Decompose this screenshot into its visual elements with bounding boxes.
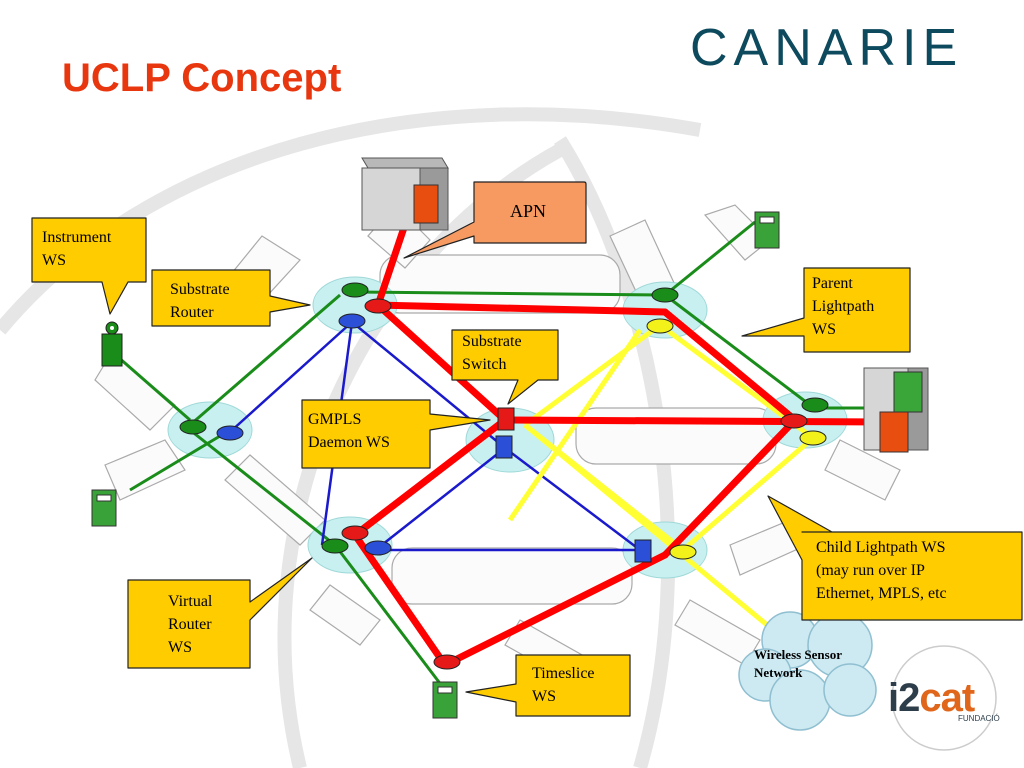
- router-icon: [433, 654, 461, 670]
- routers: [179, 282, 829, 670]
- i2cat-logo-i2: i2: [888, 676, 920, 720]
- switch-icon: [634, 539, 652, 563]
- router-icon: [651, 287, 679, 303]
- router-icon: [801, 397, 829, 413]
- apn-label: APN: [510, 201, 547, 221]
- router-icon: [341, 282, 369, 298]
- substrate-router-line-2: Router: [170, 304, 214, 321]
- i2cat-logo-fundacio: FUNDACIÓ: [958, 714, 1000, 723]
- router-icon: [321, 538, 349, 554]
- child-lightpath-line-3: Ethernet, MPLS, etc: [816, 585, 947, 602]
- callout-shapes: [31, 181, 1023, 717]
- substrate-switch-line-2: Switch: [462, 356, 507, 373]
- wsn-line-2: Network: [754, 665, 803, 680]
- timeslice-label: Timeslice WS: [532, 662, 595, 708]
- gmpls-line-1: GMPLS: [308, 411, 362, 428]
- workstation-icon: [432, 681, 458, 719]
- blue-links: [229, 321, 641, 552]
- router-icon: [338, 313, 366, 329]
- router-icon: [364, 298, 392, 314]
- timeslice-line-1: Timeslice: [532, 665, 595, 682]
- router-icon: [799, 430, 827, 446]
- cloud-icon: [738, 611, 877, 731]
- yellow-lightpaths: [507, 322, 815, 650]
- router-icon: [341, 525, 369, 541]
- workstations: [91, 211, 780, 719]
- router-icon: [780, 413, 808, 429]
- parent-lightpath-line-2: Lightpath: [812, 298, 875, 315]
- wsn-line-1: Wireless Sensor: [754, 647, 842, 662]
- switches: [495, 407, 652, 563]
- server-icon: [863, 367, 929, 453]
- parent-lightpath-line-3: WS: [812, 321, 836, 338]
- child-lightpath-label: Child Lightpath WS (may run over IP Ethe…: [816, 536, 947, 605]
- red-lightpaths: [351, 161, 889, 669]
- i2cat-ring: [891, 645, 997, 751]
- virtual-router-line-1: Virtual: [168, 593, 213, 610]
- instrument-ws-line-2: WS: [42, 252, 66, 269]
- router-icon: [669, 544, 697, 560]
- substrate-router-label: Substrate Router: [170, 278, 230, 324]
- virtual-router-label: Virtual Router WS: [168, 590, 212, 659]
- wireless-sensor-network-label: Wireless Sensor Network: [754, 646, 842, 682]
- router-icon: [179, 419, 207, 435]
- i2cat-logo: i2cat: [888, 676, 975, 721]
- server-icon: [361, 157, 449, 231]
- canarie-logo: CANARIE: [690, 19, 964, 77]
- switch-icon: [497, 407, 515, 431]
- instrument-icon: [101, 321, 123, 367]
- i2cat-logo-cat: cat: [919, 676, 975, 720]
- instrument-ws-line-1: Instrument: [42, 229, 112, 246]
- virtual-router-line-2: Router: [168, 616, 212, 633]
- virtual-router-line-3: WS: [168, 639, 192, 656]
- workstation-icon: [754, 211, 780, 249]
- gmpls-daemon-label: GMPLS Daemon WS: [308, 408, 390, 454]
- router-icon: [646, 318, 674, 334]
- workstation-icon: [91, 489, 117, 527]
- child-lightpath-line-2: (may run over IP: [816, 562, 925, 579]
- green-links: [109, 220, 890, 691]
- instrument-ws-label: Instrument WS: [42, 226, 111, 272]
- switch-icon: [495, 435, 513, 459]
- substrate-switch-line-1: Substrate: [462, 333, 522, 350]
- timeslice-line-2: WS: [532, 688, 556, 705]
- gmpls-line-2: Daemon WS: [308, 434, 390, 451]
- child-lightpath-line-1: Child Lightpath WS: [816, 539, 946, 556]
- router-icon: [364, 540, 392, 556]
- substrate-switch-label: Substrate Switch: [462, 330, 522, 376]
- slide-title: UCLP Concept: [62, 56, 342, 100]
- router-icon: [216, 425, 244, 441]
- substrate-router-line-1: Substrate: [170, 281, 230, 298]
- parent-lightpath-line-1: Parent: [812, 275, 853, 292]
- parent-lightpath-label: Parent Lightpath WS: [812, 272, 874, 341]
